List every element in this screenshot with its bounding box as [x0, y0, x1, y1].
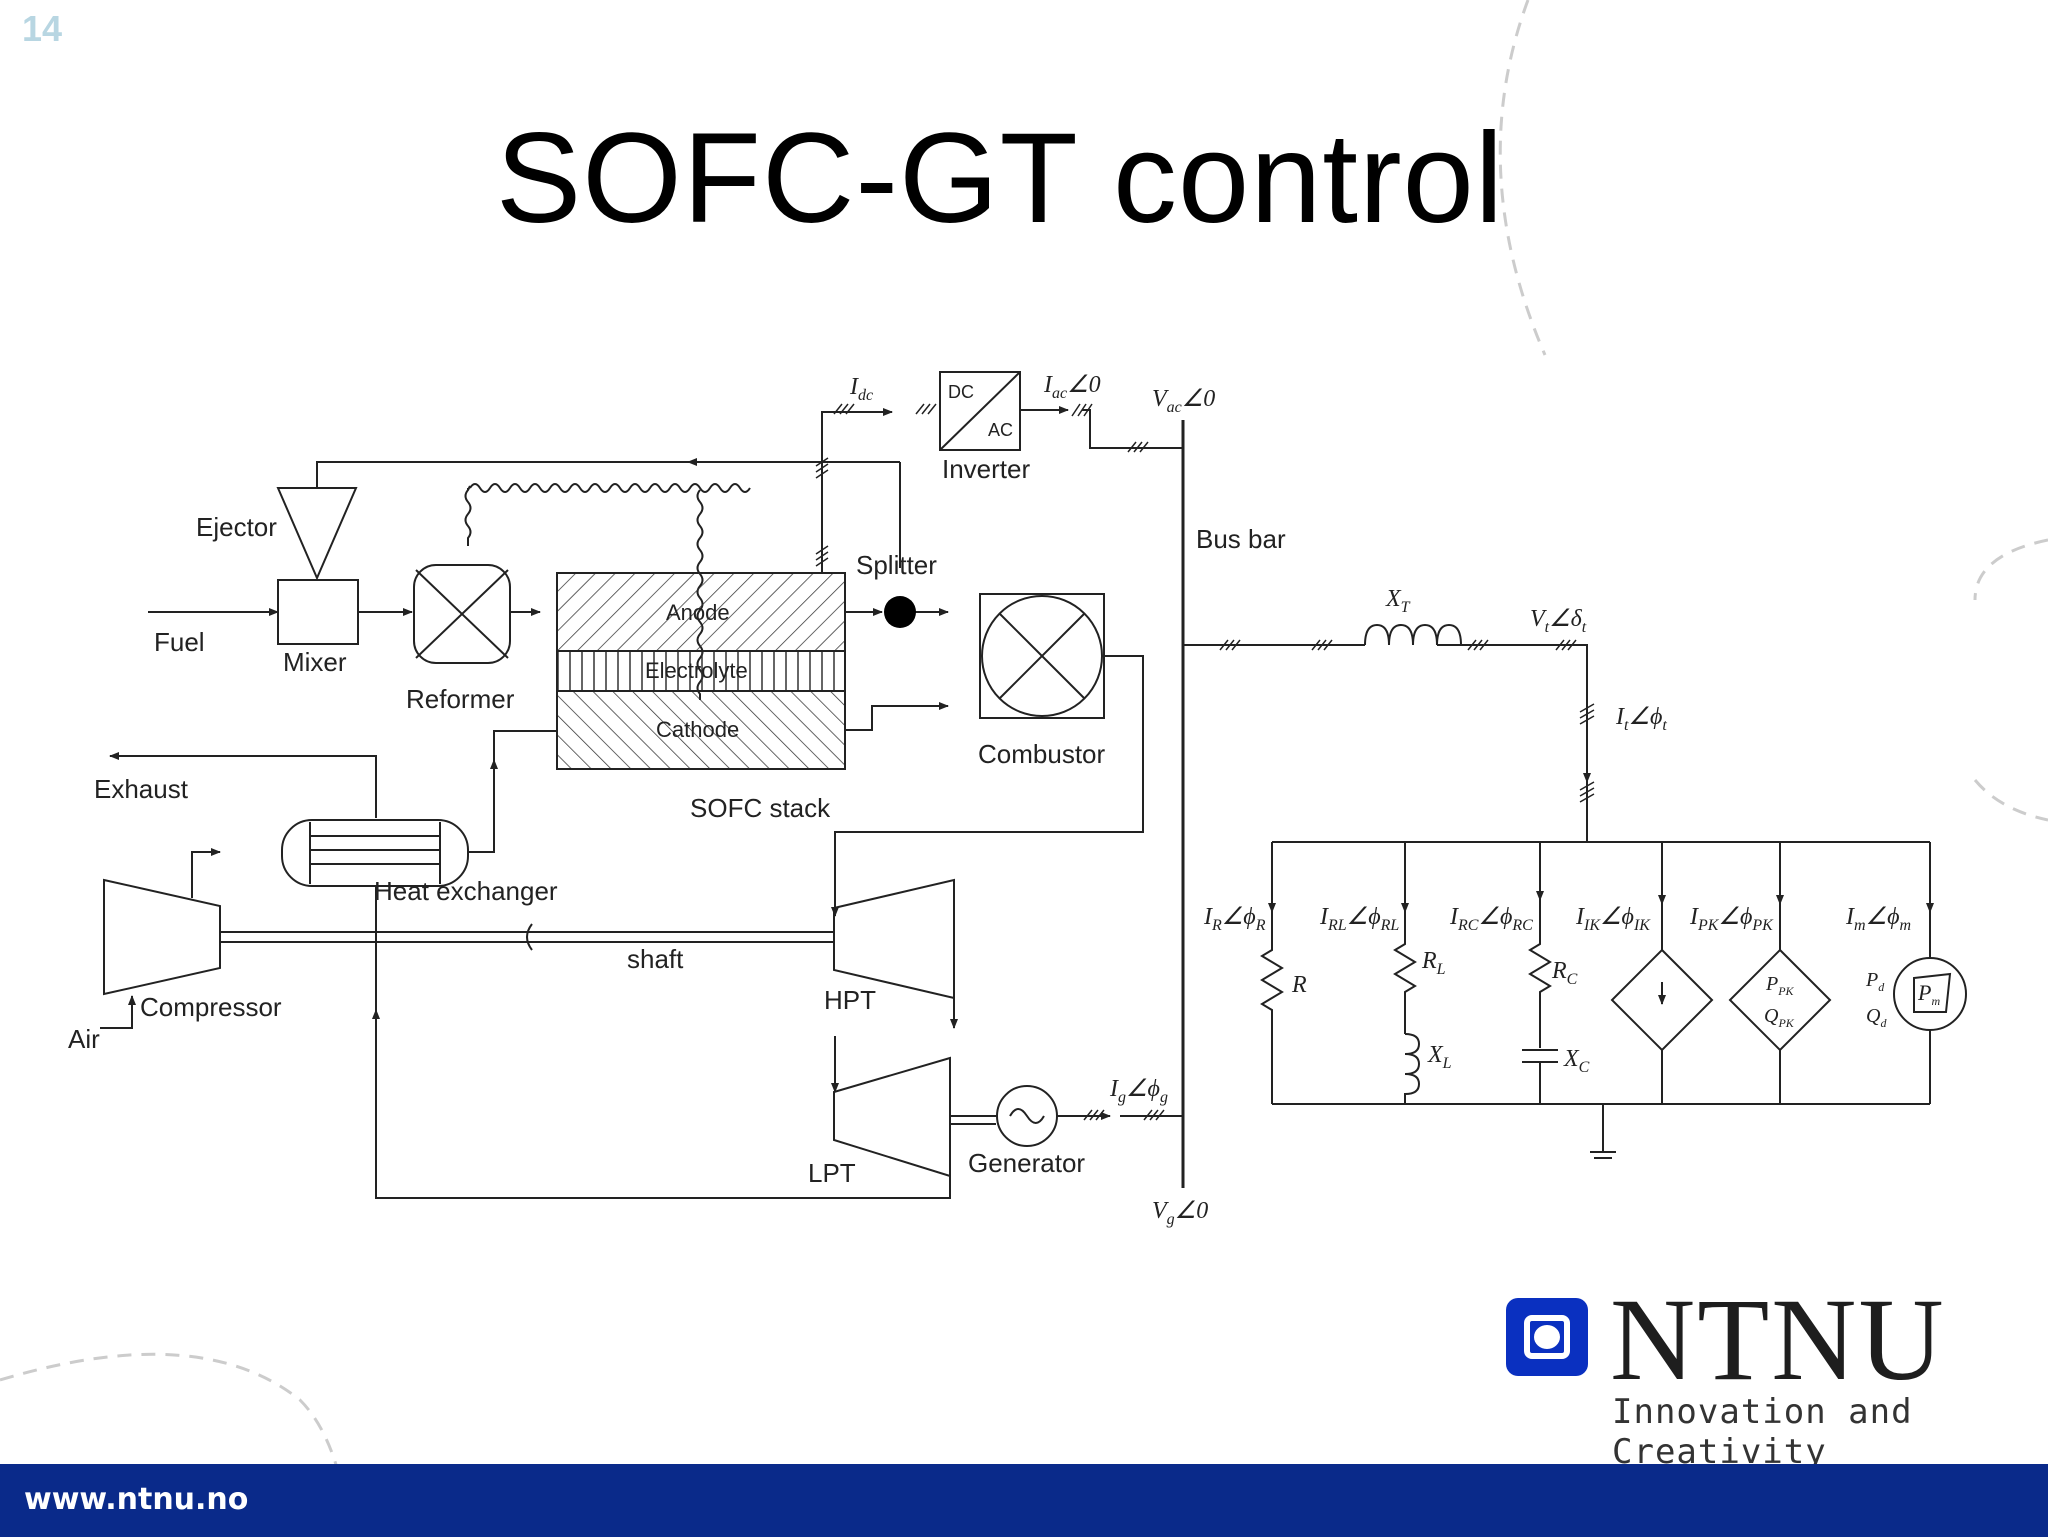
bus-bar-label: Bus bar [1196, 524, 1286, 554]
compressor-symbol [103, 878, 221, 996]
inverter-ac-label: AC [988, 420, 1013, 440]
resistor-r-label: R [1291, 972, 1307, 998]
combustor-label: Combustor [978, 739, 1105, 769]
mixer-label: Mixer [283, 647, 347, 677]
transformer-reactance [1364, 623, 1462, 646]
iac-symbol: Iac∠0 [1043, 372, 1101, 402]
hpt-label: HPT [824, 985, 876, 1015]
xl-label: XL [1427, 1042, 1452, 1072]
load-current-rc: IRC∠ϕRC [1449, 904, 1533, 934]
it-symbol: It∠ϕt [1615, 704, 1667, 734]
air-label: Air [68, 1024, 100, 1054]
generator-label: Generator [968, 1148, 1085, 1178]
xc-label: XC [1563, 1046, 1590, 1076]
slide-number: 14 [22, 8, 63, 49]
splitter-label: Splitter [856, 550, 937, 580]
load-current-m: Im∠ϕm [1845, 904, 1911, 934]
lpt-label: LPT [808, 1158, 856, 1188]
load-current-pk: IPK∠ϕPK [1689, 904, 1774, 934]
slide-title: SOFC-GT control [495, 107, 1505, 250]
anode-layer [556, 572, 846, 652]
ejector-label: Ejector [196, 512, 277, 542]
hpt-symbol [833, 878, 955, 1000]
ntnu-logo-tagline: Innovation and Creativity [1612, 1392, 1913, 1472]
ppk-label: PPK [1765, 973, 1795, 998]
ntnu-logo-icon [1506, 1298, 1588, 1376]
sofc-stack-label: SOFC stack [690, 793, 831, 823]
heat-exchanger-label: Heat exchanger [374, 876, 558, 906]
compressor-label: Compressor [140, 992, 282, 1022]
mixer-symbol [277, 579, 359, 645]
vac-symbol: Vac∠0 [1152, 386, 1215, 416]
electrolyte-label: Electrolyte [645, 658, 748, 683]
vg-symbol: Vg∠0 [1152, 1198, 1208, 1228]
shaft-label: shaft [627, 944, 684, 974]
qd-label: Qd [1866, 1005, 1887, 1030]
inverter-label: Inverter [942, 454, 1030, 484]
idc-symbol: Idc [849, 374, 873, 404]
ejector-symbol [276, 487, 358, 581]
load-current-ik: IIK∠ϕIK [1575, 904, 1651, 934]
footer-bar [0, 1464, 2048, 1537]
inverter-dc-label: DC [948, 382, 974, 402]
pm-label: Pm [1917, 980, 1940, 1008]
xt-symbol: XT [1385, 586, 1411, 616]
reformer-label: Reformer [406, 684, 515, 714]
rc-label: RC [1551, 958, 1578, 988]
rl-label: RL [1421, 948, 1446, 978]
ig-symbol: Ig∠ϕg [1109, 1076, 1168, 1106]
splitter-symbol [884, 596, 916, 628]
pd-label: Pd [1865, 969, 1885, 994]
cathode-label: Cathode [656, 717, 739, 742]
reformer-symbol [413, 564, 511, 664]
cathode-layer [556, 690, 846, 770]
fuel-label: Fuel [154, 627, 205, 657]
qpk-label: QPK [1764, 1005, 1795, 1030]
anode-label: Anode [666, 600, 730, 625]
load-current-rl: IRL∠ϕRL [1319, 904, 1399, 934]
vt-symbol: Vt∠δt [1530, 606, 1587, 636]
exhaust-label: Exhaust [94, 774, 189, 804]
load-current-r: IR∠ϕR [1203, 904, 1266, 934]
ntnu-logo-wordmark: NTNU [1610, 1274, 1946, 1405]
footer-url-link[interactable]: www.ntnu.no [24, 1482, 249, 1517]
